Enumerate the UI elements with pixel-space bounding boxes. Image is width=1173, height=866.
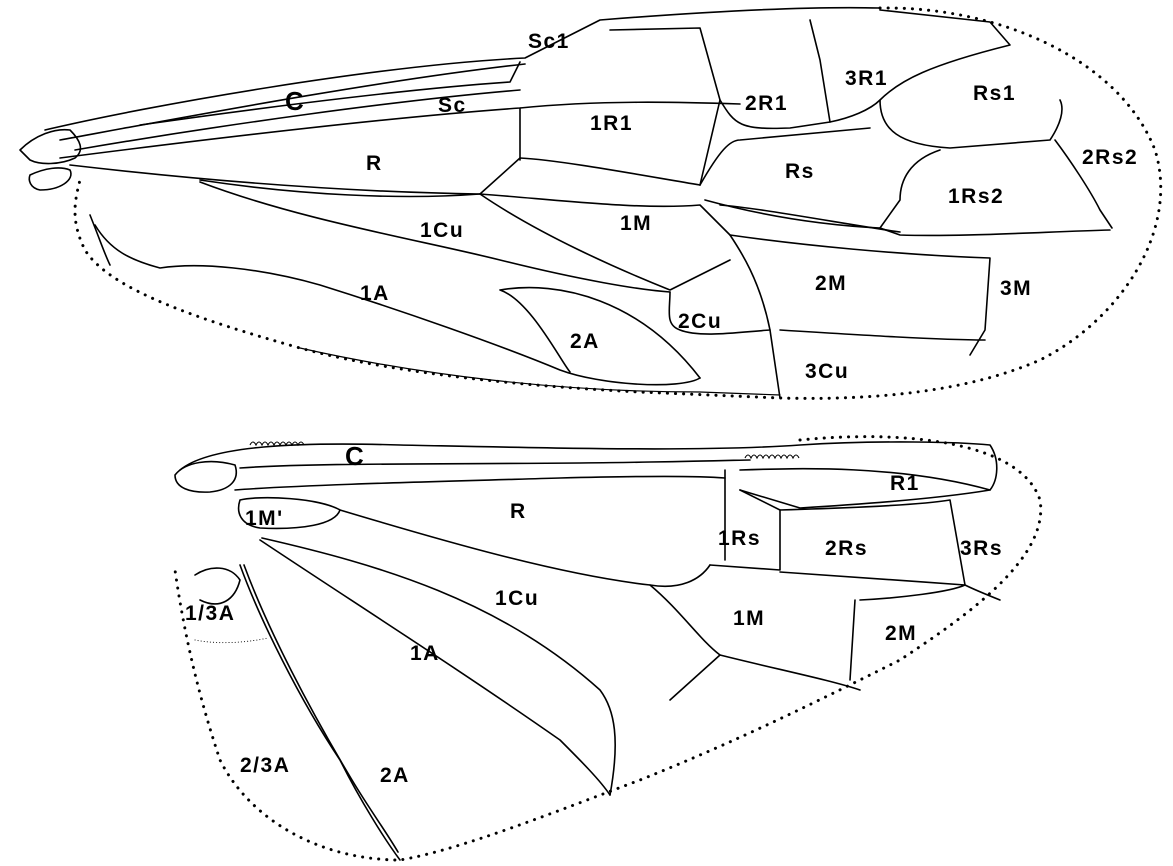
forewing-cell-1r1 bbox=[519, 27, 721, 186]
hindwing-radius bbox=[234, 475, 726, 491]
forewing-costa bbox=[44, 6, 881, 131]
forewing-anal-fold bbox=[89, 214, 111, 266]
forewing-anal-2 bbox=[499, 286, 701, 379]
hindwing bbox=[173, 435, 1043, 862]
forewing-base bbox=[19, 128, 82, 191]
hindwing-cubitus bbox=[339, 509, 711, 588]
forewing-label-3cu: 3Cu bbox=[805, 360, 849, 383]
forewing-cubitus bbox=[199, 179, 671, 293]
hindwing-label-3rs: 3Rs bbox=[960, 537, 1003, 560]
forewing-label-2a: 2A bbox=[570, 330, 600, 353]
forewing-anal-1 bbox=[94, 224, 701, 386]
hindwing-label-2rs: 2Rs bbox=[825, 537, 868, 560]
hindwing-1m-prime-cell bbox=[237, 496, 341, 530]
hindwing-label-2-3a: 2/3A bbox=[240, 754, 290, 777]
hindwing-label-1rs: 1Rs bbox=[718, 527, 761, 550]
hindwing-anal-1-upper bbox=[261, 537, 616, 796]
hindwing-label-1cu: 1Cu bbox=[495, 587, 539, 610]
hindwing-anal-lobe bbox=[194, 567, 241, 605]
forewing-cell-1rs2 bbox=[879, 139, 1113, 237]
forewing-label-2rs2: 2Rs2 bbox=[1082, 146, 1138, 169]
hindwing-anal-spur bbox=[194, 637, 269, 644]
forewing-cell-rs bbox=[699, 127, 941, 229]
forewing bbox=[19, 6, 1163, 400]
hindwing-label-r1: R1 bbox=[890, 472, 920, 495]
hindwing-cell-1rs bbox=[709, 489, 781, 571]
forewing-label-sc1: Sc1 bbox=[528, 30, 570, 53]
forewing-media bbox=[479, 193, 781, 399]
hindwing-cell-3rs bbox=[964, 584, 1001, 601]
forewing-cell-2r1 bbox=[719, 19, 831, 130]
hindwing-costa bbox=[179, 441, 998, 491]
hindwing-label-1m-prime: 1M' bbox=[245, 507, 284, 530]
forewing-label-c: C bbox=[285, 86, 305, 116]
hindwing-costal-hooks bbox=[249, 441, 305, 447]
forewing-label-rs1: Rs1 bbox=[973, 82, 1016, 105]
forewing-cell-2cu bbox=[668, 291, 771, 335]
hindwing-cell-r1 bbox=[724, 467, 991, 561]
hindwing-label-1-3a: 1/3A bbox=[185, 602, 235, 625]
forewing-label-2cu: 2Cu bbox=[678, 310, 722, 333]
forewing-cell-1m bbox=[479, 193, 901, 291]
forewing-cell-2m bbox=[729, 234, 991, 356]
hindwing-cell-2rs bbox=[779, 499, 966, 586]
hindwing-label-1m: 1M bbox=[733, 607, 765, 630]
forewing-trailing-edge bbox=[299, 347, 781, 396]
hindwing-label-2a: 2A bbox=[380, 764, 410, 787]
forewing-label-2m: 2M bbox=[815, 272, 847, 295]
hindwing-label-r: R bbox=[510, 500, 527, 523]
forewing-subcosta-inner bbox=[139, 61, 521, 126]
hindwing-label-c: C bbox=[345, 441, 365, 471]
forewing-radius-lower bbox=[69, 157, 701, 195]
forewing-subcosta bbox=[74, 89, 521, 151]
forewing-label-3m: 3M bbox=[1000, 277, 1032, 300]
forewing-label-1m: 1M bbox=[620, 212, 652, 235]
hindwing-2a-vein bbox=[239, 564, 401, 861]
forewing-label-1r1: 1R1 bbox=[590, 112, 633, 135]
forewing-label-1rs2: 1Rs2 bbox=[948, 185, 1004, 208]
forewing-label-2r1: 2R1 bbox=[745, 92, 788, 115]
forewing-costa-inner bbox=[59, 63, 526, 141]
forewing-label-1a: 1A bbox=[360, 282, 390, 305]
forewing-label-r: R bbox=[366, 152, 383, 175]
hindwing-labels: C R1 R 1M' 1Rs 2Rs 3Rs 1Cu 1M 2M 1A 2A 1… bbox=[185, 441, 1003, 787]
hindwing-cell-1m bbox=[649, 584, 861, 691]
hindwing-anal-1 bbox=[259, 539, 611, 796]
forewing-label-3r1: 3R1 bbox=[845, 67, 888, 90]
forewing-cell-rs1 bbox=[879, 99, 1063, 149]
forewing-label-1cu: 1Cu bbox=[420, 219, 464, 242]
forewing-radius bbox=[59, 101, 741, 159]
hindwing-base bbox=[174, 460, 237, 493]
forewing-labels: C Sc Sc1 R 1R1 2R1 3R1 Rs1 Rs 2Rs2 1Rs2 … bbox=[285, 30, 1138, 383]
forewing-cell-3r1 bbox=[829, 9, 1011, 123]
hindwing-label-2m: 2M bbox=[885, 622, 917, 645]
forewing-label-sc: Sc bbox=[438, 94, 467, 117]
hindwing-label-1a: 1A bbox=[410, 642, 440, 665]
hindwing-costa-inner bbox=[239, 459, 751, 469]
hindwing-hamuli bbox=[744, 454, 800, 460]
hindwing-media bbox=[669, 584, 966, 701]
forewing-label-rs: Rs bbox=[785, 160, 815, 183]
hindwing-2a-vein-inner bbox=[243, 564, 399, 853]
